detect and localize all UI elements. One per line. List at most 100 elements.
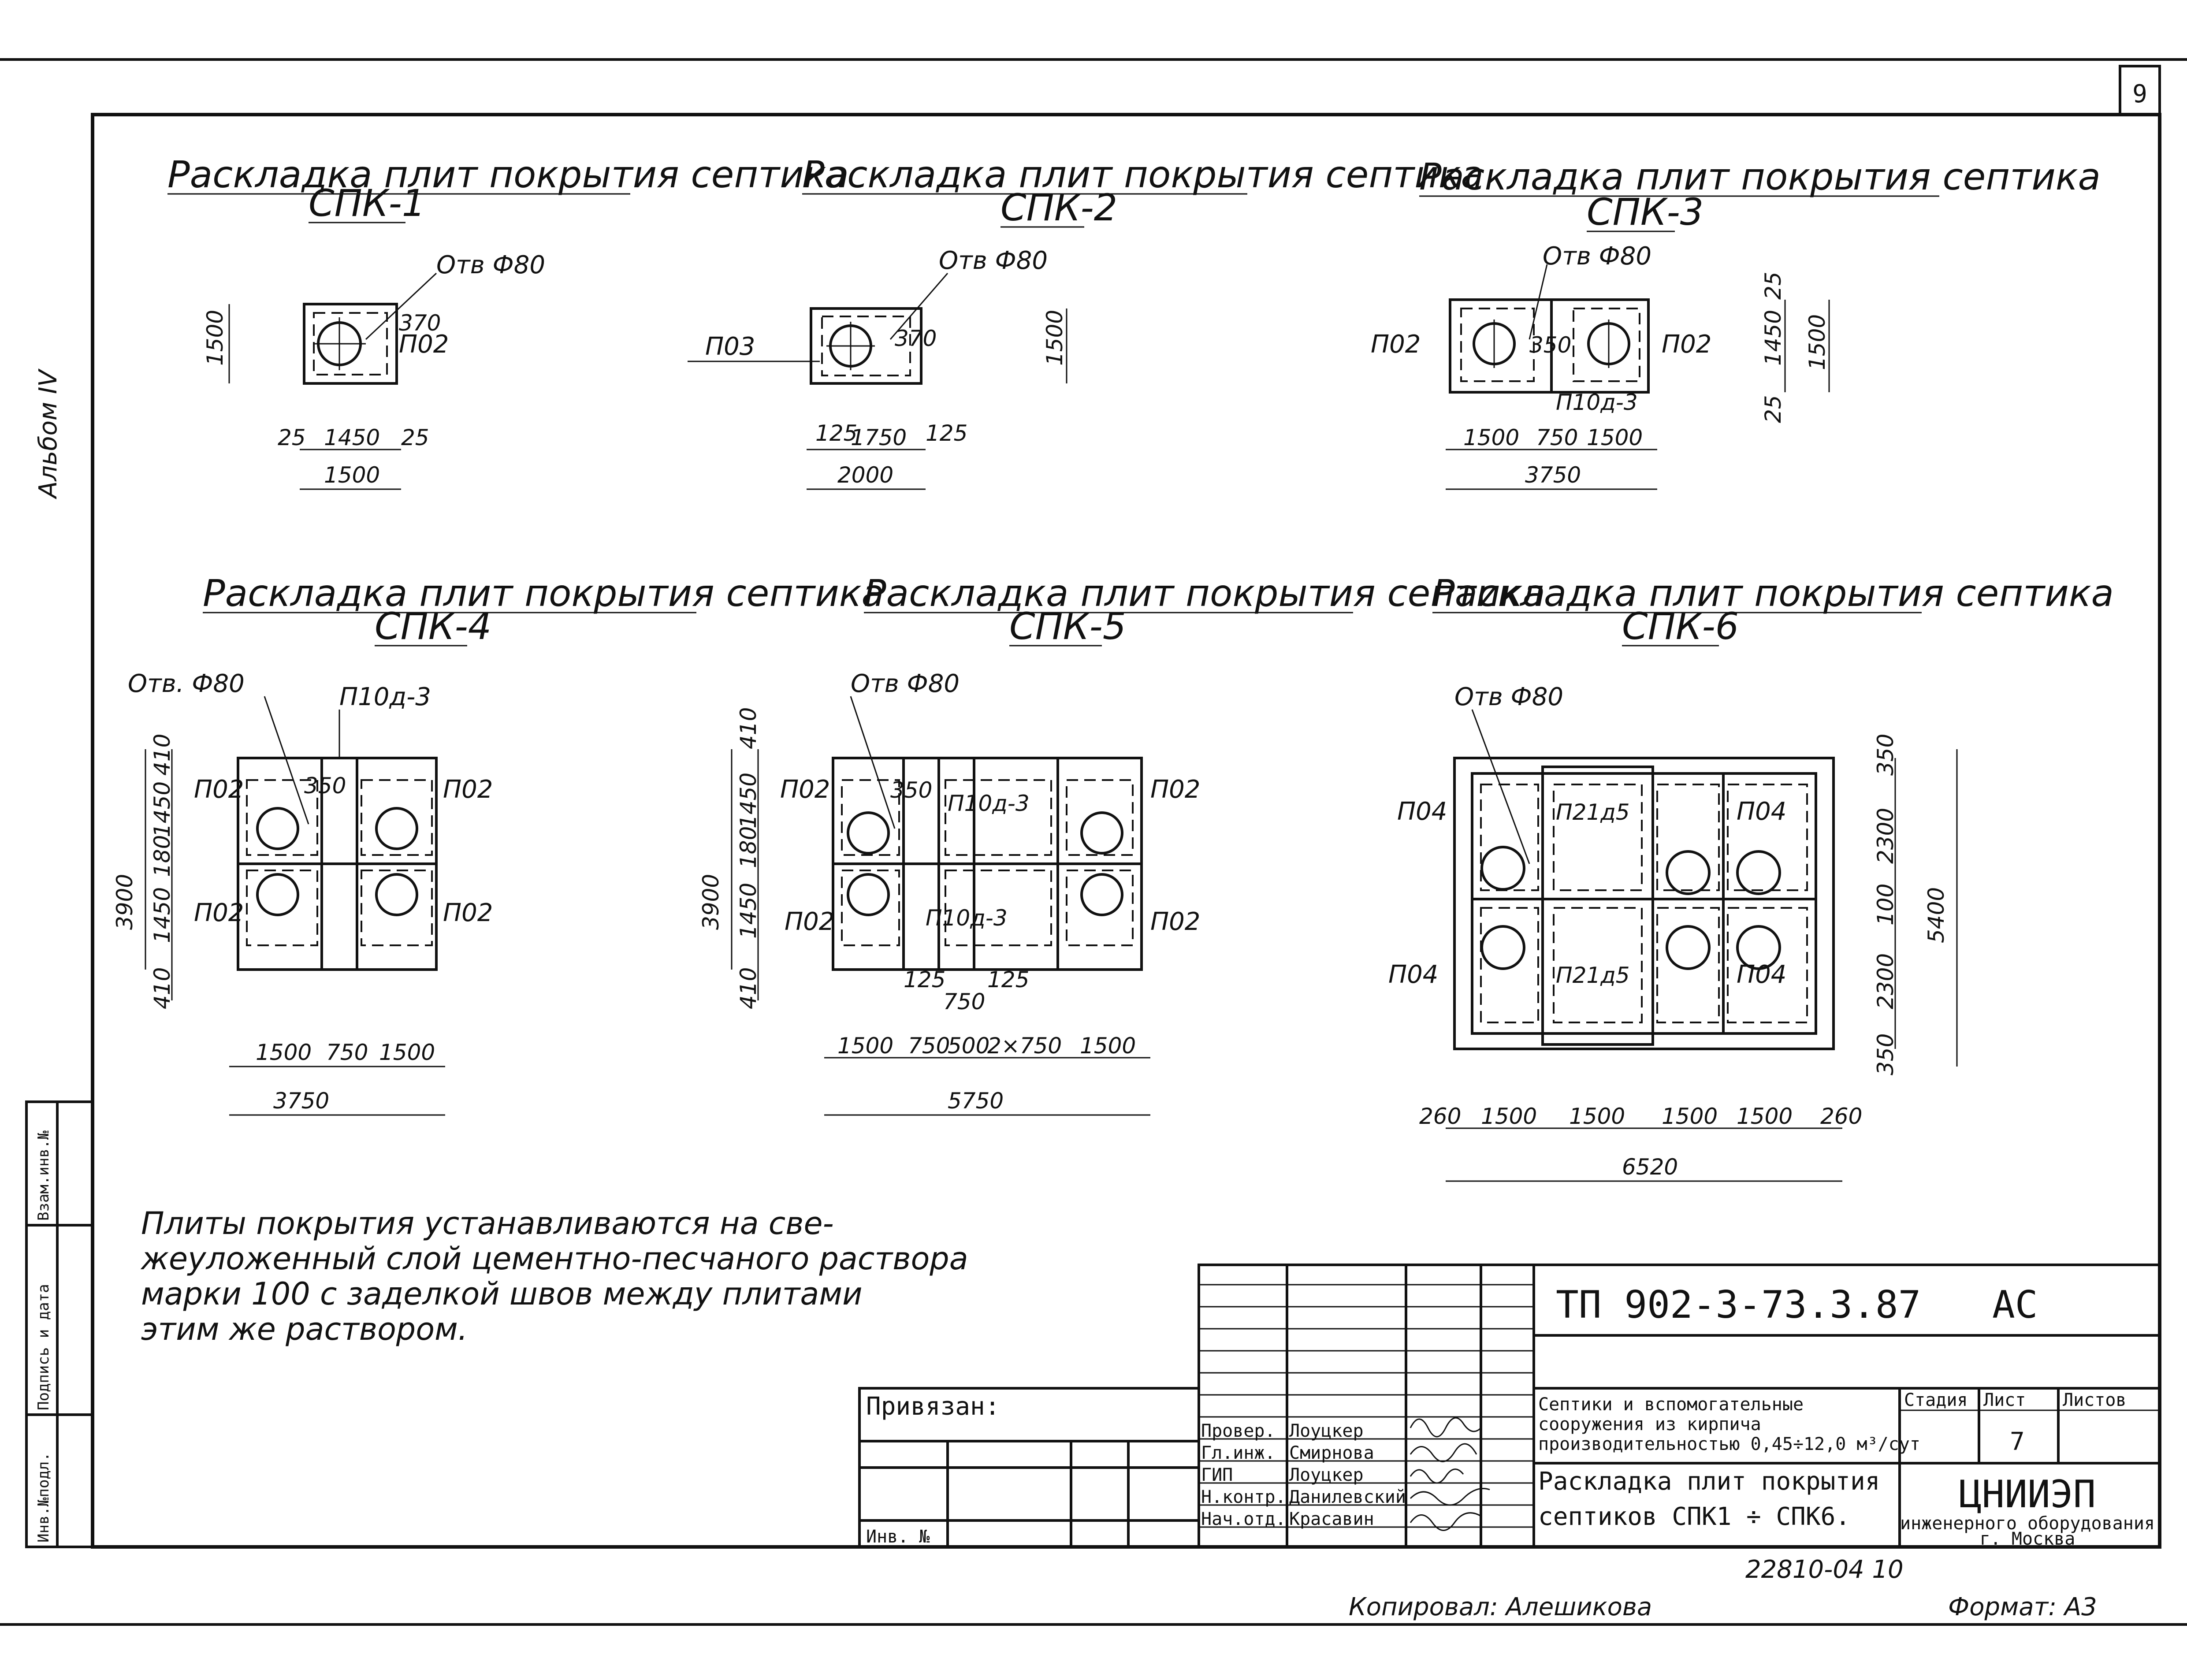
stamp-vzam-inv: Взам.инв.№: [35, 1130, 52, 1221]
drawing-spk2: Раскладка плит покрытия септика СПК-2 От…: [688, 153, 1484, 490]
spk6-hole-2: [1480, 925, 1525, 970]
spk2-label-p03: П03: [705, 332, 755, 361]
spk4-hole-1: [256, 807, 299, 850]
sheet-number-box: [2119, 65, 2161, 116]
footer-format: Формат: А3: [1948, 1593, 2097, 1621]
spk6-dim-height: 5400: [1923, 887, 1949, 943]
spk4-dim-b0: 1500: [256, 1040, 312, 1065]
tb-role-2: Гл.инж.: [1201, 1443, 1276, 1463]
spk4-hole-2: [375, 807, 418, 850]
spk6-dim-b1: 1500: [1481, 1104, 1537, 1129]
spk1-hole-label: Отв Ф80: [436, 251, 545, 279]
tb-desc-2: сооружения из кирпича: [1538, 1414, 1761, 1435]
spk6-hole-5: [1736, 850, 1781, 895]
tb-inv-no: Инв. №: [866, 1527, 930, 1547]
spk6-dim-r4: 350: [1873, 1033, 1898, 1075]
spk6-dim-b0: 260: [1419, 1104, 1461, 1129]
spk3-subtitle: СПК-3: [1587, 190, 1703, 234]
spk6-dim-b2: 1500: [1569, 1104, 1625, 1129]
spk3-dim-total: 3750: [1525, 462, 1581, 488]
spk5-dim-inner: 350: [890, 777, 932, 803]
spk5-dim-b3: 2×750: [987, 1033, 1062, 1059]
album-label: Альбом IV: [34, 368, 63, 499]
drawing-spk6: Раскладка плит покрытия септика СПК-6 От…: [1388, 572, 2114, 1182]
spk5-title: Раскладка плит покрытия септика: [864, 572, 1545, 615]
spk3-dim-r2: 25: [1760, 395, 1786, 423]
tb-stage-header: Стадия: [1904, 1390, 1968, 1410]
installation-note: Плиты покрытия устанавливаются на све- ж…: [140, 1205, 968, 1347]
sheet-number: 9: [2132, 80, 2147, 108]
tb-desc-1: Септики и вспомогательные: [1538, 1394, 1804, 1415]
spk6-dim-b5: 260: [1820, 1104, 1862, 1129]
tb-lists-header: Листов: [2063, 1390, 2127, 1410]
spk2-dim-height: 1500: [1042, 310, 1067, 366]
spk5-dim-m0: 125: [904, 967, 945, 992]
note-line-3: марки 100 с заделкой швов между плитами: [141, 1276, 863, 1312]
tb-role-1: Провер.: [1201, 1421, 1276, 1441]
spk6-label-p21-2: П21д5: [1556, 963, 1630, 988]
spk3-dim-inner: 350: [1529, 332, 1571, 358]
spk2-subtitle: СПК-2: [1001, 186, 1117, 229]
spk6-title: Раскладка плит покрытия септика: [1432, 572, 2114, 615]
spk1-dim-b1: 1450: [324, 425, 380, 450]
spk4-hole-label: Отв. Ф80: [128, 669, 245, 698]
title-block: ТП 902-3-73.3.87 АС Привязан: Инв. № Про…: [858, 1264, 2161, 1584]
spk2-dim-b0: 125: [815, 420, 857, 446]
spk5-hole-4: [1080, 873, 1123, 916]
spk5-hole-label: Отв Ф80: [851, 669, 960, 698]
spk5-dim-m2: 750: [943, 989, 985, 1015]
spk5-dim-l1: 1450: [736, 773, 761, 829]
spk4-dim-l3: 1450: [149, 887, 175, 943]
spk5-dim-l2: 180: [736, 826, 761, 868]
spk6-label-p04-4: П04: [1737, 960, 1786, 989]
spk3-dim-height: 1500: [1804, 314, 1830, 370]
tb-list-value: 7: [2010, 1427, 2025, 1456]
spk6-hole-6: [1736, 925, 1781, 970]
spk6-dim-r3: 2300: [1873, 953, 1898, 1009]
spk5-label-p02-4: П02: [1150, 907, 1200, 936]
tb-mark: АС: [1992, 1283, 2038, 1327]
drawing-spk3: Раскладка плит покрытия септика СПК-3 От…: [1371, 155, 2101, 490]
spk5-dim-b1: 750: [908, 1033, 950, 1059]
spk6-hole-label: Отв Ф80: [1454, 683, 1563, 711]
tb-org-city: г. Москва: [1980, 1529, 2075, 1549]
spk6-label-p04-1: П04: [1397, 797, 1447, 826]
spk3-dim-r0: 25: [1760, 271, 1786, 300]
spk2-dim-b1: 1750: [851, 425, 907, 450]
spk1-label-p02: П02: [399, 330, 449, 359]
tb-role-3: ГИП: [1201, 1465, 1233, 1485]
spk5-label-p10-1: П10д-3: [948, 791, 1030, 816]
spk1-dim-height: 1500: [202, 310, 228, 366]
note-line-4: этим же раствором.: [141, 1311, 468, 1347]
spk4-label-p02-3: П02: [194, 899, 244, 927]
spk6-hole-3: [1666, 850, 1711, 895]
spk6-label-p21-1: П21д5: [1556, 799, 1630, 825]
spk1-subtitle: СПК-1: [309, 182, 425, 225]
spk3-label-p02-left: П02: [1371, 330, 1421, 359]
spk3-hole-label: Отв Ф80: [1543, 242, 1651, 271]
spk5-hole-1: [847, 811, 890, 855]
drawing-spk4: Раскладка плит покрытия септика СПК-4 От…: [112, 572, 884, 1116]
spk6-label-p04-3: П04: [1737, 797, 1786, 826]
spk3-dim-b2: 1500: [1587, 425, 1643, 450]
spk4-subtitle: СПК-4: [375, 605, 491, 648]
spk6-label-p04-2: П04: [1388, 960, 1438, 989]
spk4-dim-l4: 410: [149, 967, 175, 1009]
spk2-slab: [810, 307, 922, 385]
spk4-label-p02-2: П02: [443, 775, 493, 804]
spk1-dim-b2: 25: [401, 425, 429, 450]
spk3-label-p10: П10д-3: [1556, 390, 1638, 415]
spk4-dim-l2: 180: [149, 835, 175, 877]
spk4-dim-l1: 1450: [149, 781, 175, 837]
side-stamp: Инв.№подл. Подпись и дата Взам.инв.№: [25, 1100, 94, 1548]
spk6-slab-group: [1453, 757, 1835, 1050]
spk4-dim-b1: 750: [326, 1040, 368, 1065]
spk2-hole-label: Отв Ф80: [939, 246, 1048, 275]
spk4-hole-4: [375, 873, 418, 916]
spk4-dim-inner: 350: [304, 773, 346, 799]
tb-sheet-title-2: септиков СПК1 ÷ СПК6.: [1538, 1502, 1850, 1531]
spk1-dim-inner: 370: [399, 310, 441, 336]
tb-org-sub: инженерного оборудования: [1900, 1513, 2155, 1534]
spk5-label-p02-3: П02: [785, 907, 834, 936]
spk5-dim-b2: 500: [948, 1033, 989, 1059]
